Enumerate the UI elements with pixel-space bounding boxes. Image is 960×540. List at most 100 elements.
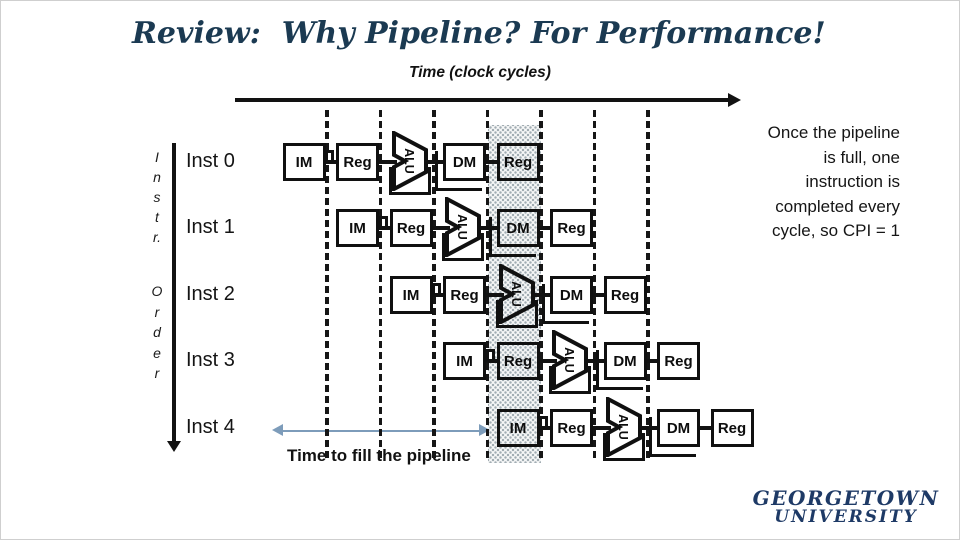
wire [698,426,713,430]
instruction-label: Inst 2 [186,283,235,305]
stage-box-reg: Reg [550,409,593,447]
wire [537,226,552,230]
wire [591,293,606,297]
rail-letter: r [154,365,160,381]
time-axis-arrowhead-icon [728,93,741,107]
cpi-note-line: instruction is [805,172,900,191]
fill-time-arrow-part [272,424,283,436]
stage-box-dm: DM [550,276,593,314]
instruction-label: Inst 3 [186,349,235,371]
logo-line1: GEORGETOWN [752,486,940,510]
rail-letter: I [155,149,159,165]
rail-letter: n [153,169,161,185]
dm-shadow-outline [488,217,536,257]
reg-input-tab-icon [539,416,548,429]
stage-alu: ALU [445,197,481,257]
rail-letter: e [153,344,161,361]
wire [478,226,499,230]
stage-box-im: IM [389,276,433,314]
wire [484,293,504,297]
reg-input-tab-icon [378,216,388,229]
alu-shadow-loop [442,233,484,261]
cycle-separator-line [325,110,329,461]
wire [537,359,557,363]
svg-text:ALU: ALU [562,347,576,373]
alu-shadow-loop [388,167,431,195]
stage-box-im: IM [443,342,486,380]
rail-letter: s [153,189,161,205]
stage-alu: ALU [605,397,642,457]
stage-box-reg: Reg [389,209,433,247]
alu-shadow-loop [602,433,645,461]
wire [638,426,659,430]
stage-box-reg-wb: Reg [496,143,540,181]
instruction-label: Inst 4 [186,416,235,438]
stage-box-reg-wb: Reg [603,276,647,314]
stage-box-dm: DM [603,342,647,380]
stage-alu: ALU [498,264,535,324]
cycle-separator-line [592,110,597,461]
wire [377,160,397,164]
time-axis-line [235,98,730,102]
stage-box-im: IM [282,143,326,181]
university-logo: GEORGETOWN UNIVERSITY [748,488,944,527]
svg-text:ALU: ALU [402,148,416,174]
stage-box-reg-wb: Reg [550,209,593,247]
stage-box-reg: Reg [496,342,540,380]
stage-box-reg: Reg [336,143,379,181]
alu-shadow-loop [549,366,591,394]
logo-line2: UNIVERSITY [774,507,918,527]
stage-box-im: IM [496,409,540,447]
instruction-label: Inst 0 [186,150,235,172]
reg-input-tab-icon [485,349,495,362]
svg-text:ALU: ALU [455,214,469,240]
instr-order-axis-line [172,143,176,443]
reg-input-tab-icon [432,283,441,296]
dm-shadow-outline [542,284,589,324]
rail-letter: r [154,303,160,320]
cycle-separator-line [485,110,490,461]
reg-input-tab-icon [325,150,334,163]
cpi-note: Once the pipeline is full, one instruction… [630,121,900,244]
rail-letter: d [153,324,161,340]
cpi-note-line: Once the pipeline [767,123,900,142]
svg-text:ALU: ALU [616,414,630,440]
stage-box-dm: DM [657,409,700,447]
dm-shadow-outline [435,151,482,191]
instr-order-axis-arrowhead-icon [167,441,181,452]
rail-letter: t [155,209,159,225]
dm-shadow-outline [595,350,643,390]
dm-shadow-outline [649,417,696,457]
stage-box-reg: Reg [443,276,486,314]
stage-box-reg-wb: Reg [657,342,700,380]
instruction-label: Inst 1 [186,216,235,238]
wire [644,359,659,363]
slide-title: Review: Why Pipeline? For Performance! [132,16,826,51]
cpi-note-line: completed every [775,196,900,216]
cycle-separator-line [539,110,543,461]
wire [484,160,499,164]
svg-text:ALU: ALU [509,281,523,307]
wire [591,426,611,430]
cpi-note-line: is full, one [823,147,900,167]
stage-box-dm: DM [443,143,486,181]
alu-shadow-loop [495,300,538,328]
stage-box-im: IM [336,209,379,247]
cpi-note-line: cycle, so CPI = 1 [771,221,900,240]
rail-letter: O [151,283,163,299]
time-axis-label: Time (clock cycles) [409,64,551,81]
wire [424,160,445,164]
cycle-separator-line [646,110,650,461]
rail-letter: r. [152,229,162,245]
wire [585,359,606,363]
stage-alu: ALU [552,330,588,390]
stage-alu: ALU [391,131,428,191]
stage-box-reg-wb: Reg [710,409,754,447]
fill-time-arrow-part [479,424,490,436]
wire [531,293,552,297]
wire [430,226,450,230]
cycle-separator-line [378,110,383,461]
